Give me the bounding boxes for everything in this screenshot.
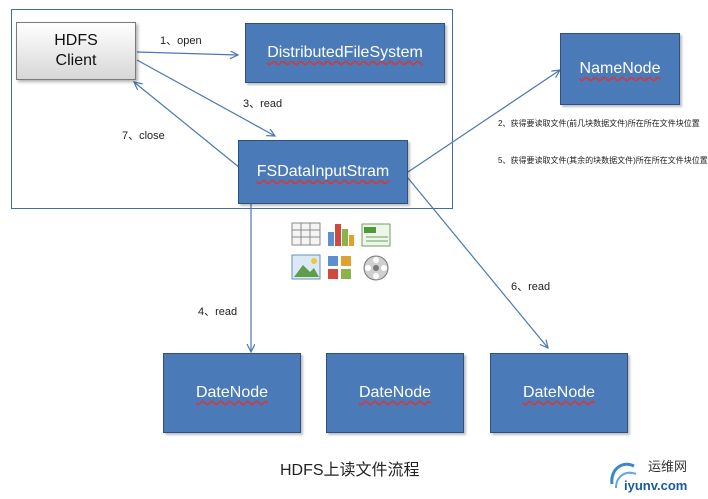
picture-icon [291, 254, 321, 280]
step-open-label: 1、open [160, 35, 202, 47]
arrow-read-6 [407, 177, 548, 348]
datanode-label: DateNode [522, 384, 596, 401]
step-read-6-label: 6、read [511, 281, 551, 293]
arrow-namenode [407, 70, 560, 173]
watermark-url: iyunv.com [624, 478, 688, 493]
datanode-box-3: DateNode [490, 353, 628, 433]
client-label-line2: Client [55, 52, 97, 69]
client-label-line1: HDFS [54, 32, 98, 49]
watermark-swirl-icon [610, 462, 637, 489]
step-read-4-label: 4、read [198, 306, 238, 318]
arrow-read-3 [136, 59, 275, 136]
watermark-logo: 运维网 iyunv.com [604, 452, 708, 498]
diagram-caption: HDFS上读文件流程 [280, 462, 420, 479]
film-reel-icon [363, 255, 389, 281]
step-close-label: 7、close [122, 130, 165, 142]
watermark-name: 运维网 [648, 459, 688, 474]
arrow-open [136, 52, 238, 55]
stream-label: FSDataInputStram [256, 163, 390, 180]
distributed-file-system-box: DistributedFileSystem [245, 23, 445, 83]
document-icon [361, 223, 391, 247]
fs-data-input-stream-box: FSDataInputStram [238, 140, 408, 204]
namenode-label: NameNode [579, 60, 661, 77]
bar-chart-icon [328, 224, 354, 246]
datanode-label: DateNode [358, 384, 432, 401]
datanode-box-2: DateNode [326, 353, 464, 433]
table-icon [291, 222, 321, 246]
dfs-label: DistributedFileSystem [267, 44, 423, 61]
namenode-box: NameNode [560, 33, 680, 105]
office-icons [291, 222, 391, 281]
step-read-3-label: 3、read [243, 98, 283, 110]
client-jvm-frame [11, 9, 453, 209]
step-5-note: 5、获得要读取文件(其余的块数据文件)所在所在文件块位置 [498, 156, 708, 165]
datanode-box-1: DateNode [163, 353, 301, 433]
hdfs-client-box: HDFS Client [16, 22, 136, 80]
arrow-close [134, 82, 241, 169]
step-2-note: 2、获得要读取文件(前几块数据文件)所在所在文件块位置 [498, 119, 700, 128]
shapes-icon [328, 256, 351, 279]
datanode-label: DateNode [195, 384, 269, 401]
